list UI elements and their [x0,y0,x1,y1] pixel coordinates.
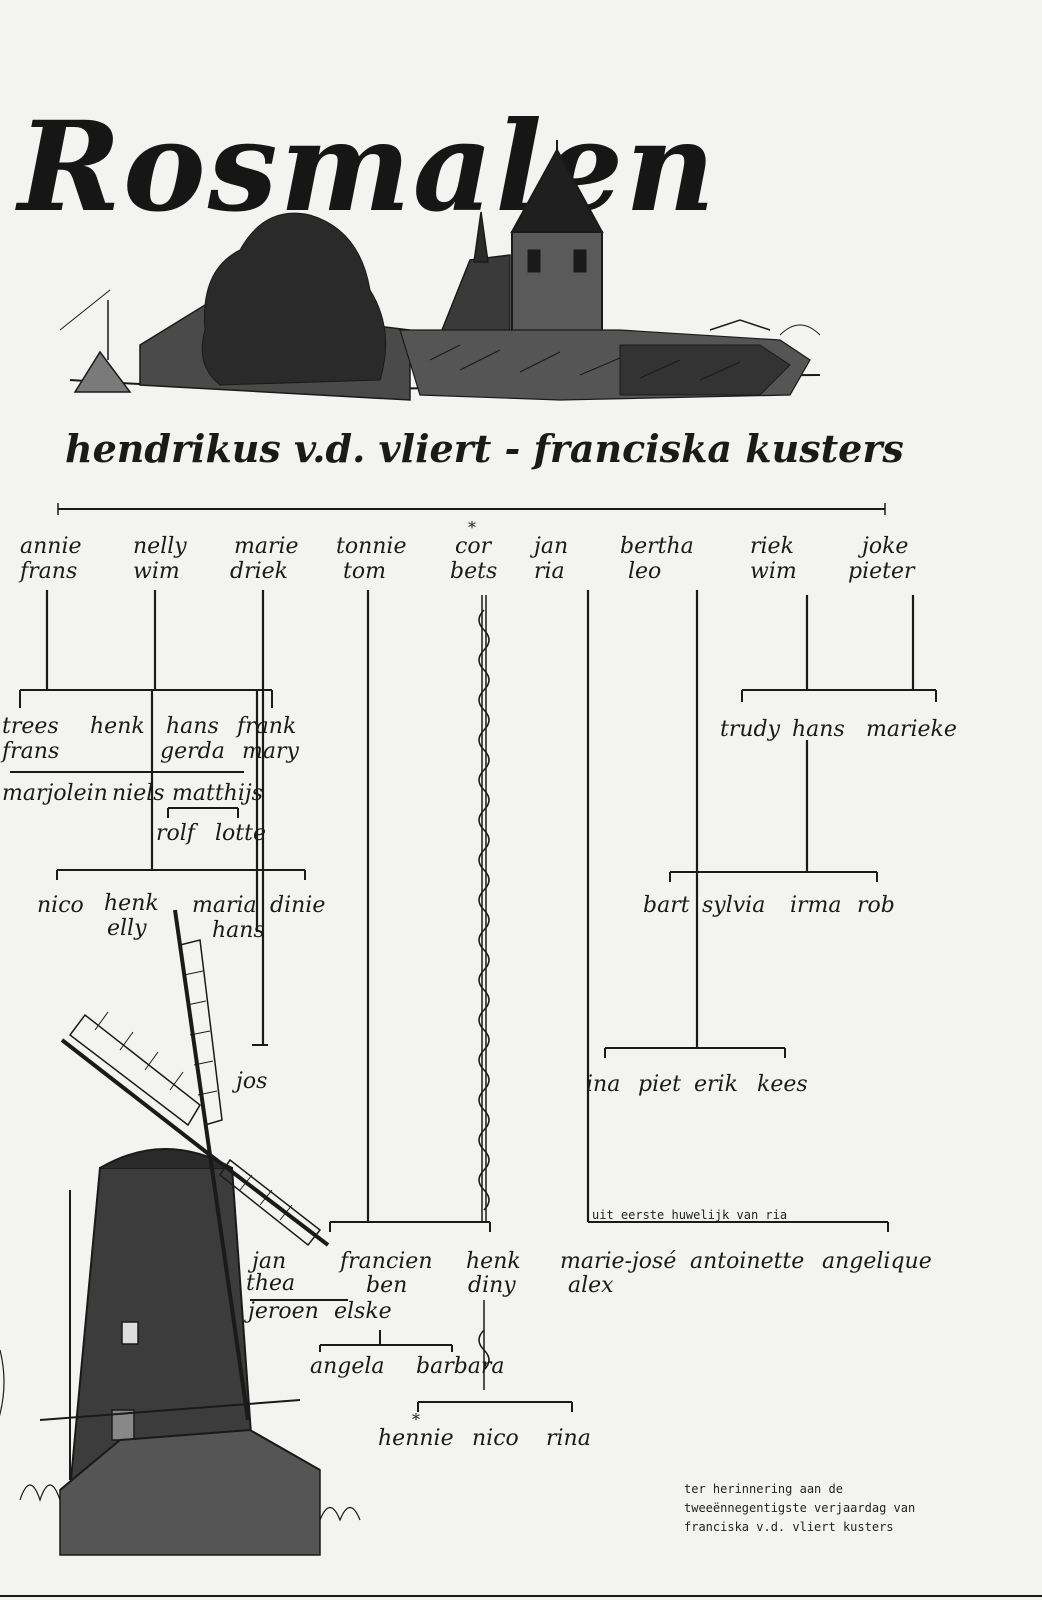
child-name: cor [455,534,493,559]
great-grandchild: niels [112,781,165,806]
star-mark: * [468,518,476,537]
vine-ornament [478,595,490,1390]
right-bars [604,689,937,1058]
line-note: uit eerste huwelijk van ria [592,1208,787,1222]
child-name: jan [529,534,568,559]
grandchild-name: jan [247,1249,286,1274]
grandchild-name: henk [104,891,159,916]
group-c-names: trudy hans marieke [720,717,957,742]
great-grandchild: matthijs [172,781,263,806]
grandchild-name: francien [338,1249,433,1274]
grandchild-name: rina [546,1426,591,1451]
grandchild-name: nico [472,1426,519,1451]
grandchild-name: hennie [378,1426,454,1451]
child-partner: leo [628,559,661,584]
grandchild-name: rob [857,893,895,918]
grandchild-name: henk [466,1249,521,1274]
grandchild-name: ina [586,1072,620,1097]
grandchild-name: hans [166,714,219,739]
child-name: nelly [133,534,187,559]
couple-heading: hendrikus v.d. vliert - franciska kuster… [65,426,904,471]
grandchild-partner: hans [212,918,265,943]
dedication-line: ter herinnering aan de [684,1482,843,1496]
children-ticks [57,503,886,515]
title: Rosmalen [15,95,717,240]
child-partner: frans [18,559,77,584]
child-partner: wim [750,559,797,584]
group-b-names: nico henk elly maria hans dinie jos [37,891,325,1094]
group-g-names: * hennie nico rina [378,1410,591,1451]
child-partner: ria [534,559,565,584]
grandchild-name: marie-josé [560,1249,676,1274]
group-a-bars [10,689,306,1046]
child-name: annie [20,534,82,559]
dedication-line: tweeënnegentigste verjaardag van [684,1501,915,1515]
grandchild-name: trudy [720,717,781,742]
group-h-names: marie-josé alex antoinette angelique [560,1249,932,1298]
group-e-names: ina piet erik kees [586,1072,808,1097]
star-mark: * [412,1410,420,1429]
great-grandchild: elske [334,1299,392,1324]
dedication: ter herinnering aan de tweeënnegentigste… [684,1482,915,1534]
great-grandchild: barbara [416,1354,505,1379]
group-a-names: trees frans henk hans gerda frank mary m… [0,714,299,846]
child-name: joke [857,534,908,559]
grandchild-name: antoinette [690,1249,804,1274]
great-grandchild: marjolein [2,781,108,806]
great-grandchild: angela [310,1354,385,1379]
great-grandchild: rolf [156,821,199,846]
grandchild-name: kees [757,1072,808,1097]
grandchild-name: marieke [866,717,957,742]
child-name: bertha [620,534,694,559]
grandchild-name: piet [638,1072,681,1097]
windmill-illustration [0,909,361,1556]
grandchild-name: trees [2,714,59,739]
child-name: riek [750,534,794,559]
grandchild-partner: elly [107,916,147,941]
grandchild-partner: ben [366,1273,407,1298]
grandchild-partner: mary [242,739,299,764]
child-partner: pieter [848,559,916,584]
child-partner: wim [133,559,180,584]
grandchild-name: dinie [270,893,325,918]
grandchild-name: maria [192,893,257,918]
great-grandchild: jeroen [243,1299,319,1324]
child-name: tonnie [336,534,406,559]
bottom-bars [250,1221,889,1412]
grandchild-partner: alex [568,1273,614,1298]
child-partner: tom [343,559,386,584]
group-d-names: bart sylvia irma rob [643,893,895,918]
grandchild-name: jos [231,1069,267,1094]
great-grandchild: lotte [215,821,266,846]
grandchild-name: erik [694,1072,738,1097]
grandchild-name: bart [643,893,690,918]
grandchild-partner: diny [468,1273,516,1298]
children-row: annie frans nelly wim marie driek tonnie… [18,534,916,584]
grandchild-partner: thea [246,1271,295,1296]
grandchild-name: irma [790,893,842,918]
dedication-line: franciska v.d. vliert kusters [684,1520,894,1534]
grandchild-name: henk [90,714,145,739]
grandchild-name: frank [235,714,296,739]
group-f-names: jan thea francien ben henk diny jeroen e… [243,1249,521,1379]
village-illustration [59,140,821,401]
grandchild-partner: gerda [160,739,225,764]
child-partner: driek [230,559,288,584]
grandchild-name: hans [792,717,845,742]
child-partner: bets [450,559,497,584]
descent-lines [45,590,915,1222]
grandchild-name: sylvia [702,893,765,918]
grandchild-name: nico [37,893,84,918]
grandchild-name: angelique [822,1249,932,1274]
grandchild-partner: frans [0,739,59,764]
child-name: marie [234,534,299,559]
